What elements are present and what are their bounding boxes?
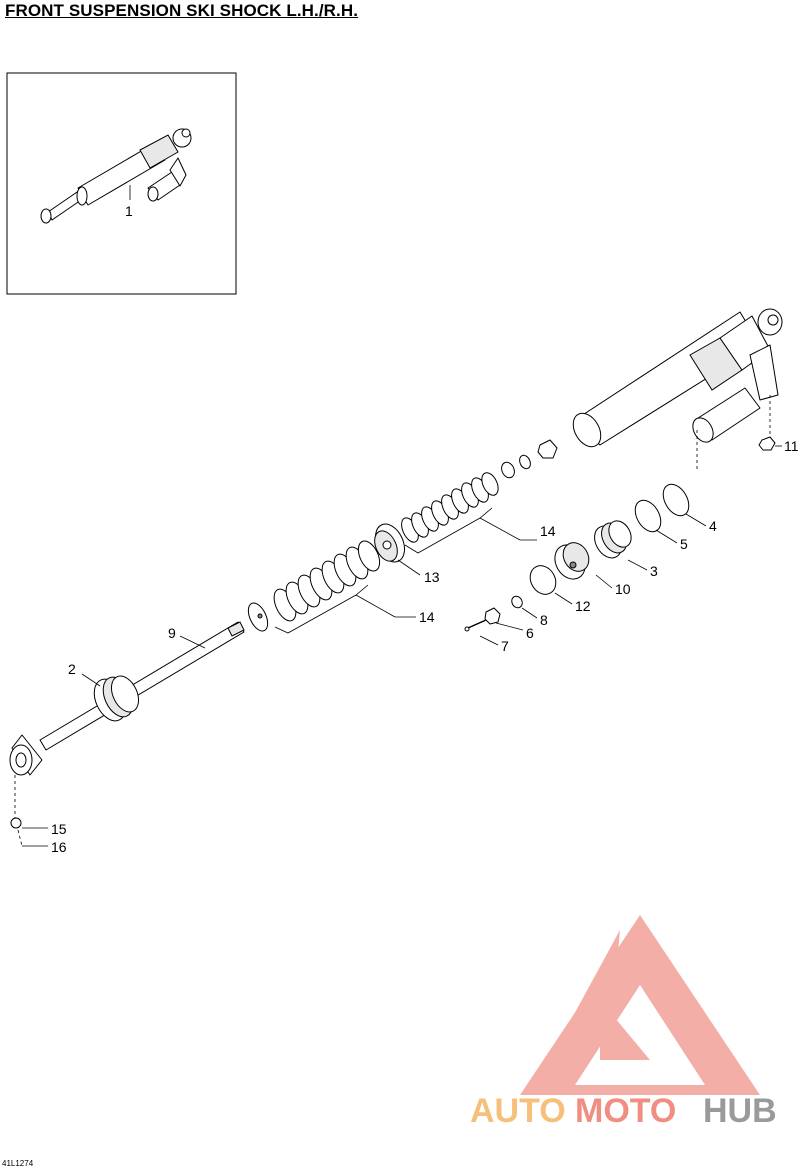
callout-8: 8	[540, 612, 548, 628]
part-13-piston	[374, 523, 421, 576]
valve-shim-stack-upper	[401, 472, 537, 554]
valve-shim-stack-lower	[273, 540, 416, 634]
part-10-piston	[554, 542, 590, 580]
watermark-hub: HUB	[703, 1092, 777, 1130]
callout-2: 2	[68, 661, 76, 677]
callout-13: 13	[424, 569, 440, 585]
shock-body	[572, 308, 783, 470]
part-8-seal	[511, 595, 523, 609]
callout-10: 10	[615, 581, 631, 597]
callout-14-upper: 14	[540, 523, 556, 539]
watermark-moto: MOTO	[575, 1092, 676, 1130]
inset-assembly	[6, 72, 237, 295]
callout-14-lower: 14	[419, 609, 435, 625]
watermark-logo	[520, 915, 760, 1095]
callout-9: 9	[168, 625, 176, 641]
part-15-bushing	[10, 817, 22, 829]
rod-nut-washers	[501, 439, 558, 479]
callout-16: 16	[51, 839, 67, 855]
part-6-nut	[484, 607, 501, 625]
watermark-auto: AUTO	[470, 1092, 566, 1130]
callout-1: 1	[125, 203, 133, 219]
part-12-oring	[529, 565, 557, 595]
part-3-cap	[594, 520, 632, 559]
page-title: FRONT SUSPENSION SKI SHOCK L.H./R.H.	[5, 1, 359, 20]
callout-7: 7	[501, 638, 509, 654]
lower-rod-eye	[9, 734, 43, 818]
part-11-nut	[758, 436, 776, 451]
part-9-shaft	[39, 621, 245, 751]
part-5-ring	[634, 499, 662, 533]
callout-3: 3	[650, 563, 658, 579]
figure-reference: 41L1274	[2, 1159, 34, 1168]
callout-11: 11	[784, 438, 799, 454]
part-2-seal-head	[81, 673, 140, 722]
part-4-oring	[662, 483, 690, 517]
callout-5: 5	[680, 536, 688, 552]
callout-15: 15	[51, 821, 67, 837]
part-7-screw	[464, 619, 487, 632]
callout-4: 4	[709, 518, 717, 534]
callout-12: 12	[575, 598, 591, 614]
callout-6: 6	[526, 625, 534, 641]
